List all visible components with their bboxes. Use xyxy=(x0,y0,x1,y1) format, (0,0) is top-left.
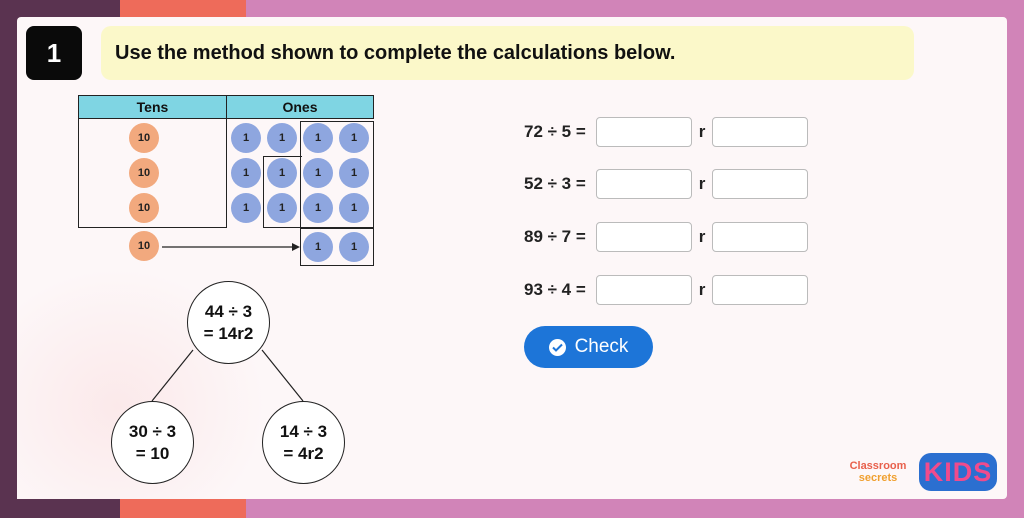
calculation-label: 93 ÷ 4 = xyxy=(524,280,586,299)
calculation-label: 89 ÷ 7 = xyxy=(524,227,586,246)
calculation-row: 89 ÷ 7 = r xyxy=(524,221,808,253)
grid-border-left xyxy=(78,119,79,228)
calculation-row: 52 ÷ 3 = r xyxy=(524,168,808,200)
check-button[interactable]: Check xyxy=(524,326,653,368)
tree-left-line1: 30 ÷ 3 xyxy=(128,422,177,442)
calculation-row: 93 ÷ 4 = r xyxy=(524,274,808,306)
tens-counter-exchanged: 10 xyxy=(129,231,159,261)
grid-divider xyxy=(226,119,227,228)
tree-connectors xyxy=(151,349,304,402)
ones-counter: 1 xyxy=(231,158,261,188)
quotient-input[interactable] xyxy=(596,169,692,199)
remainder-input[interactable] xyxy=(712,117,808,147)
ones-counter: 1 xyxy=(339,123,369,153)
ones-counter: 1 xyxy=(267,193,297,223)
tree-right-node: 14 ÷ 3 = 4r2 xyxy=(262,401,345,484)
calculation-label: 72 ÷ 5 = xyxy=(524,122,586,141)
remainder-counter: 1 xyxy=(303,232,333,262)
tree-left-line2: = 10 xyxy=(135,443,170,463)
ones-counter: 1 xyxy=(303,123,333,153)
question-number: 1 xyxy=(26,26,82,80)
exchange-arrow-icon xyxy=(162,243,300,251)
ones-counter: 1 xyxy=(303,158,333,188)
remainder-counter: 1 xyxy=(339,232,369,262)
tens-header: Tens xyxy=(78,95,227,119)
tens-counter: 10 xyxy=(129,158,159,188)
logo-line2: secrets xyxy=(858,472,898,484)
remainder-input[interactable] xyxy=(712,169,808,199)
ones-counter: 1 xyxy=(231,193,261,223)
remainder-input[interactable] xyxy=(712,275,808,305)
tree-left-node: 30 ÷ 3 = 10 xyxy=(111,401,194,484)
question-text: Use the method shown to complete the cal… xyxy=(115,41,676,64)
remainder-label: r xyxy=(698,280,706,299)
tree-right-line2: = 4r2 xyxy=(283,443,324,463)
check-button-label: Check xyxy=(574,336,629,357)
classroom-secrets-logo: Classroom secrets xyxy=(842,460,914,490)
tens-counter: 10 xyxy=(129,193,159,223)
ones-counter: 1 xyxy=(231,123,261,153)
ones-counter: 1 xyxy=(339,158,369,188)
ones-counter: 1 xyxy=(339,193,369,223)
remainder-box xyxy=(300,228,374,266)
ones-counter: 1 xyxy=(267,123,297,153)
tree-root-node: 44 ÷ 3 = 14r2 xyxy=(187,281,270,364)
group-box-right xyxy=(300,121,374,228)
group-box-left xyxy=(263,156,302,228)
remainder-label: r xyxy=(698,174,706,193)
calculation-label: 52 ÷ 3 = xyxy=(524,174,586,193)
quotient-input[interactable] xyxy=(596,117,692,147)
remainder-label: r xyxy=(698,122,706,141)
tens-counter: 10 xyxy=(129,123,159,153)
quotient-input[interactable] xyxy=(596,275,692,305)
ones-counter: 1 xyxy=(303,193,333,223)
grid-border-bottom xyxy=(78,227,227,228)
ones-header: Ones xyxy=(226,95,374,119)
remainder-input[interactable] xyxy=(712,222,808,252)
ones-counter: 1 xyxy=(267,158,297,188)
tree-root-line1: 44 ÷ 3 xyxy=(204,302,253,322)
calculation-row: 72 ÷ 5 = r xyxy=(524,116,808,148)
question-banner: Use the method shown to complete the cal… xyxy=(101,26,914,80)
tree-right-line1: 14 ÷ 3 xyxy=(279,422,328,442)
quotient-input[interactable] xyxy=(596,222,692,252)
remainder-label: r xyxy=(698,227,706,246)
check-circle-icon xyxy=(548,338,566,356)
tree-root-line2: = 14r2 xyxy=(203,323,254,343)
kids-logo: KIDS xyxy=(919,453,997,491)
logo-line1: Classroom xyxy=(849,460,907,472)
